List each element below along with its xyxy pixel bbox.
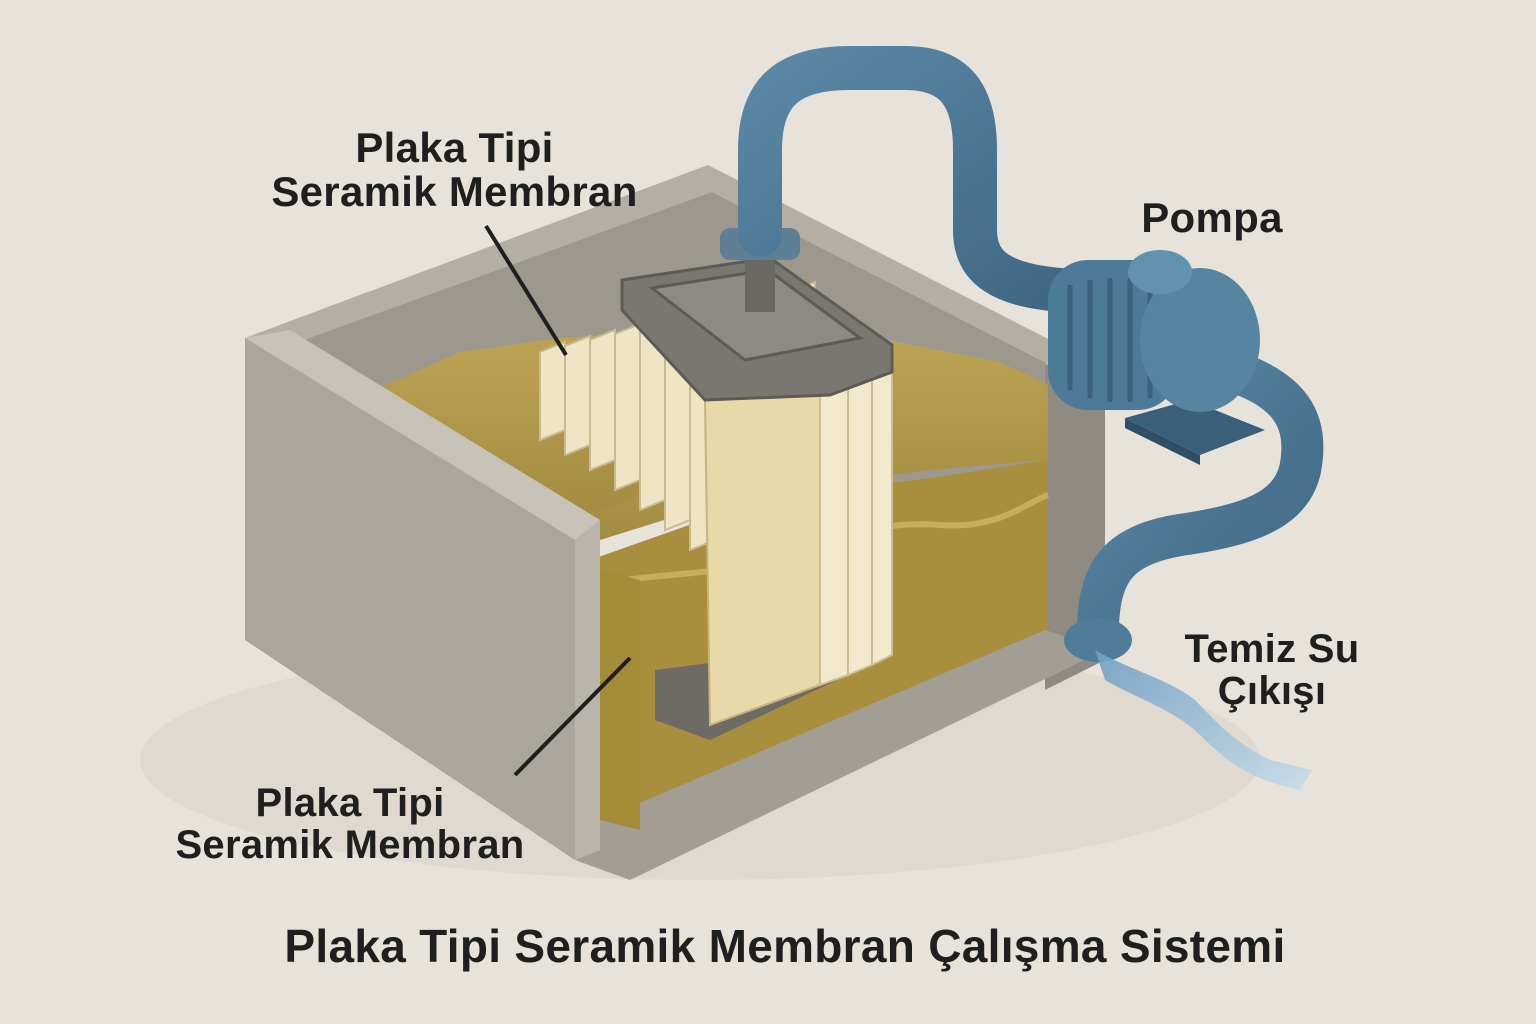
membrane-side-plates [819,358,893,687]
tank-floor-sludge [600,570,640,830]
membrane-module [539,228,894,740]
outlet-label-line2: Çıkışı [1217,669,1327,713]
leader-line-bottom [513,656,632,777]
membrane-front-face [703,378,821,727]
tank-front-wall-face [245,338,575,860]
pump-base-side [1125,418,1200,465]
membrane-label-bottom: Plaka Tipi Seramik Membran [150,782,550,866]
tank [245,165,1118,880]
outlet-label-line1: Temiz Su [1184,627,1360,671]
pump-head [1140,268,1260,412]
membrane-label-bottom-line2: Seramik Membran [175,823,525,867]
leader-lines [484,224,632,777]
membrane-label-top: Plaka Tipi Seramik Membran [262,124,647,216]
membrane-label-top-line1: Plaka Tipi [355,124,554,171]
tank-front-rim [575,630,1105,880]
pump [1048,250,1265,465]
membrane-label-bottom-line1: Plaka Tipi [255,781,445,825]
membrane-label-top-line2: Seramik Membran [271,168,638,216]
pump-base [1125,400,1265,455]
pump-head-cap [1128,250,1192,294]
outlet-coupling [1064,618,1132,662]
pump-motor [1048,260,1178,410]
membrane-top-frame-opening [648,268,864,362]
tank-front-wall-top [245,330,600,540]
tank-back-wall [245,165,1060,370]
suction-pipe [738,46,1082,312]
discharge-pipe [1077,349,1324,646]
tank-front-wall [575,520,600,860]
outlet-label: Temiz Su Çıkışı [1172,628,1372,712]
diagram-title: Plaka Tipi Seramik Membran Çalışma Siste… [284,920,1286,972]
pump-label: Pompa [1141,194,1283,241]
clean-water-stream [1095,650,1312,790]
pipe-system [738,46,1324,646]
leader-line-top [484,224,568,357]
